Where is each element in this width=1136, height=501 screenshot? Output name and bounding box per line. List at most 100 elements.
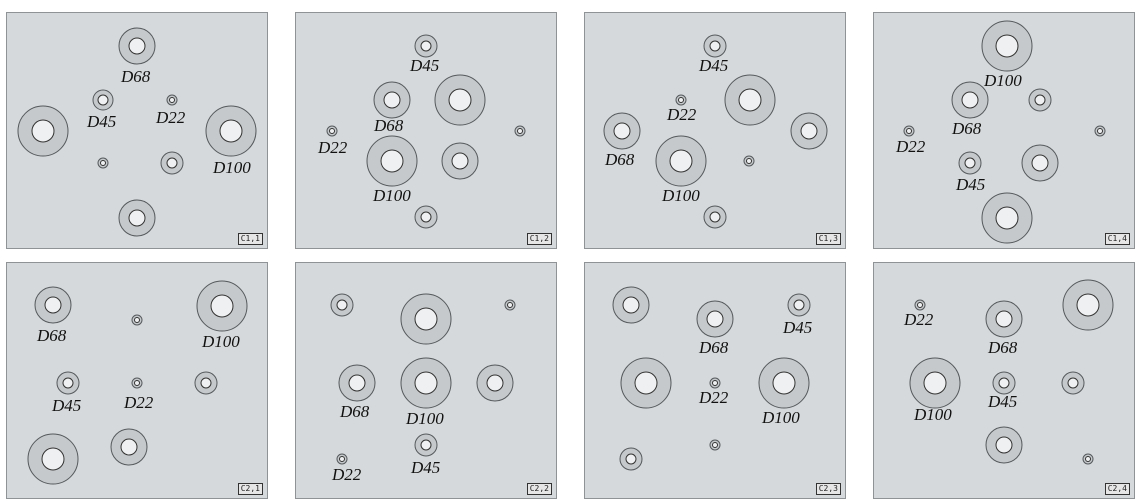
hole	[110, 428, 148, 466]
hole	[17, 105, 69, 157]
panel-c1-2: D45 D68 D22 D100 C1,2	[295, 12, 557, 249]
panel-tag: C2,1	[237, 483, 263, 495]
hole	[56, 371, 80, 395]
hole-label: D45	[410, 56, 440, 75]
hole-label: D100	[406, 409, 444, 428]
hole	[34, 286, 72, 324]
hole	[414, 34, 438, 58]
hole-label: D68	[605, 150, 635, 169]
hole	[92, 89, 114, 111]
hole	[330, 293, 354, 317]
panel-c1-3: D45 D22 D68 D100 C1,3	[584, 12, 846, 249]
hole	[612, 286, 650, 324]
hole	[27, 433, 79, 485]
hole-label: D45	[411, 458, 441, 477]
hole-label: D100	[762, 408, 800, 427]
hole	[414, 205, 438, 229]
panel-tag: C1,4	[1104, 233, 1130, 245]
hole	[166, 94, 178, 106]
hole-label: D45	[699, 56, 729, 75]
hole-label: D68	[340, 402, 370, 421]
hole	[985, 300, 1023, 338]
hole-label: D68	[988, 338, 1018, 357]
panel-tag: C1,3	[815, 233, 841, 245]
hole-label: D22	[904, 310, 934, 329]
hole-label: D68	[37, 326, 67, 345]
hole	[655, 135, 707, 187]
hole	[787, 293, 811, 317]
hole	[914, 299, 926, 311]
hole-label: D100	[662, 186, 700, 205]
hole	[620, 357, 672, 409]
panel-tag: C2,4	[1104, 483, 1130, 495]
hole	[118, 27, 156, 65]
hole-label: D100	[373, 186, 411, 205]
hole	[743, 155, 755, 167]
hole	[619, 447, 643, 471]
hole-label: D100	[914, 405, 952, 424]
hole	[1082, 453, 1094, 465]
hole	[118, 199, 156, 237]
hole	[709, 439, 721, 451]
hole	[194, 371, 218, 395]
hole	[696, 300, 734, 338]
hole	[414, 433, 438, 457]
holes-c2-2	[330, 293, 516, 465]
hole-label: D68	[952, 119, 982, 138]
hole	[981, 192, 1033, 244]
hole	[1061, 371, 1085, 395]
hole-label: D22	[332, 465, 362, 484]
hole	[992, 371, 1016, 395]
hole-label: D100	[984, 71, 1022, 90]
hole	[1094, 125, 1106, 137]
hole	[205, 105, 257, 157]
hole	[400, 357, 452, 409]
hole	[1028, 88, 1052, 112]
panel-tag: C2,2	[526, 483, 552, 495]
hole-label: D68	[374, 116, 404, 135]
hole	[909, 357, 961, 409]
hole-label: D68	[121, 67, 151, 86]
hole-label: D22	[667, 105, 697, 124]
hole	[373, 81, 411, 119]
holes-c2-3	[612, 286, 811, 471]
panel-tag: C1,2	[526, 233, 552, 245]
hole	[131, 377, 143, 389]
hole	[703, 34, 727, 58]
hole-label: D45	[956, 175, 986, 194]
hole-label: D22	[318, 138, 348, 157]
hole-label: D45	[988, 392, 1018, 411]
hole	[97, 157, 109, 169]
hole	[903, 125, 915, 137]
panel-c2-4: D22 D68 D100 D45 C2,4	[873, 262, 1135, 499]
panel-c1-4: D100 D68 D22 D45 C1,4	[873, 12, 1135, 249]
hole	[326, 125, 338, 137]
hole	[196, 280, 248, 332]
hole	[336, 453, 348, 465]
hole-label: D22	[896, 137, 926, 156]
hole	[951, 81, 989, 119]
hole	[476, 364, 514, 402]
hole	[441, 142, 479, 180]
panel-tag: C2,3	[815, 483, 841, 495]
hole-label: D45	[783, 318, 813, 337]
hole-label: D100	[202, 332, 240, 351]
hole-label: D22	[156, 108, 186, 127]
hole	[985, 426, 1023, 464]
hole-label: D68	[699, 338, 729, 357]
panel-c2-2: D68 D100 D22 D45 C2,2	[295, 262, 557, 499]
hole	[1021, 144, 1059, 182]
holes-c2-4	[909, 279, 1114, 465]
hole	[675, 94, 687, 106]
panel-c2-3: D68 D45 D22 D100 C2,3	[584, 262, 846, 499]
hole-label: D22	[699, 388, 729, 407]
hole-label: D45	[52, 396, 82, 415]
hole	[790, 112, 828, 150]
hole	[758, 357, 810, 409]
hole-label: D22	[124, 393, 154, 412]
hole	[160, 151, 184, 175]
hole	[338, 364, 376, 402]
hole	[131, 314, 143, 326]
hole	[724, 74, 776, 126]
holes-c1-3	[603, 34, 828, 229]
